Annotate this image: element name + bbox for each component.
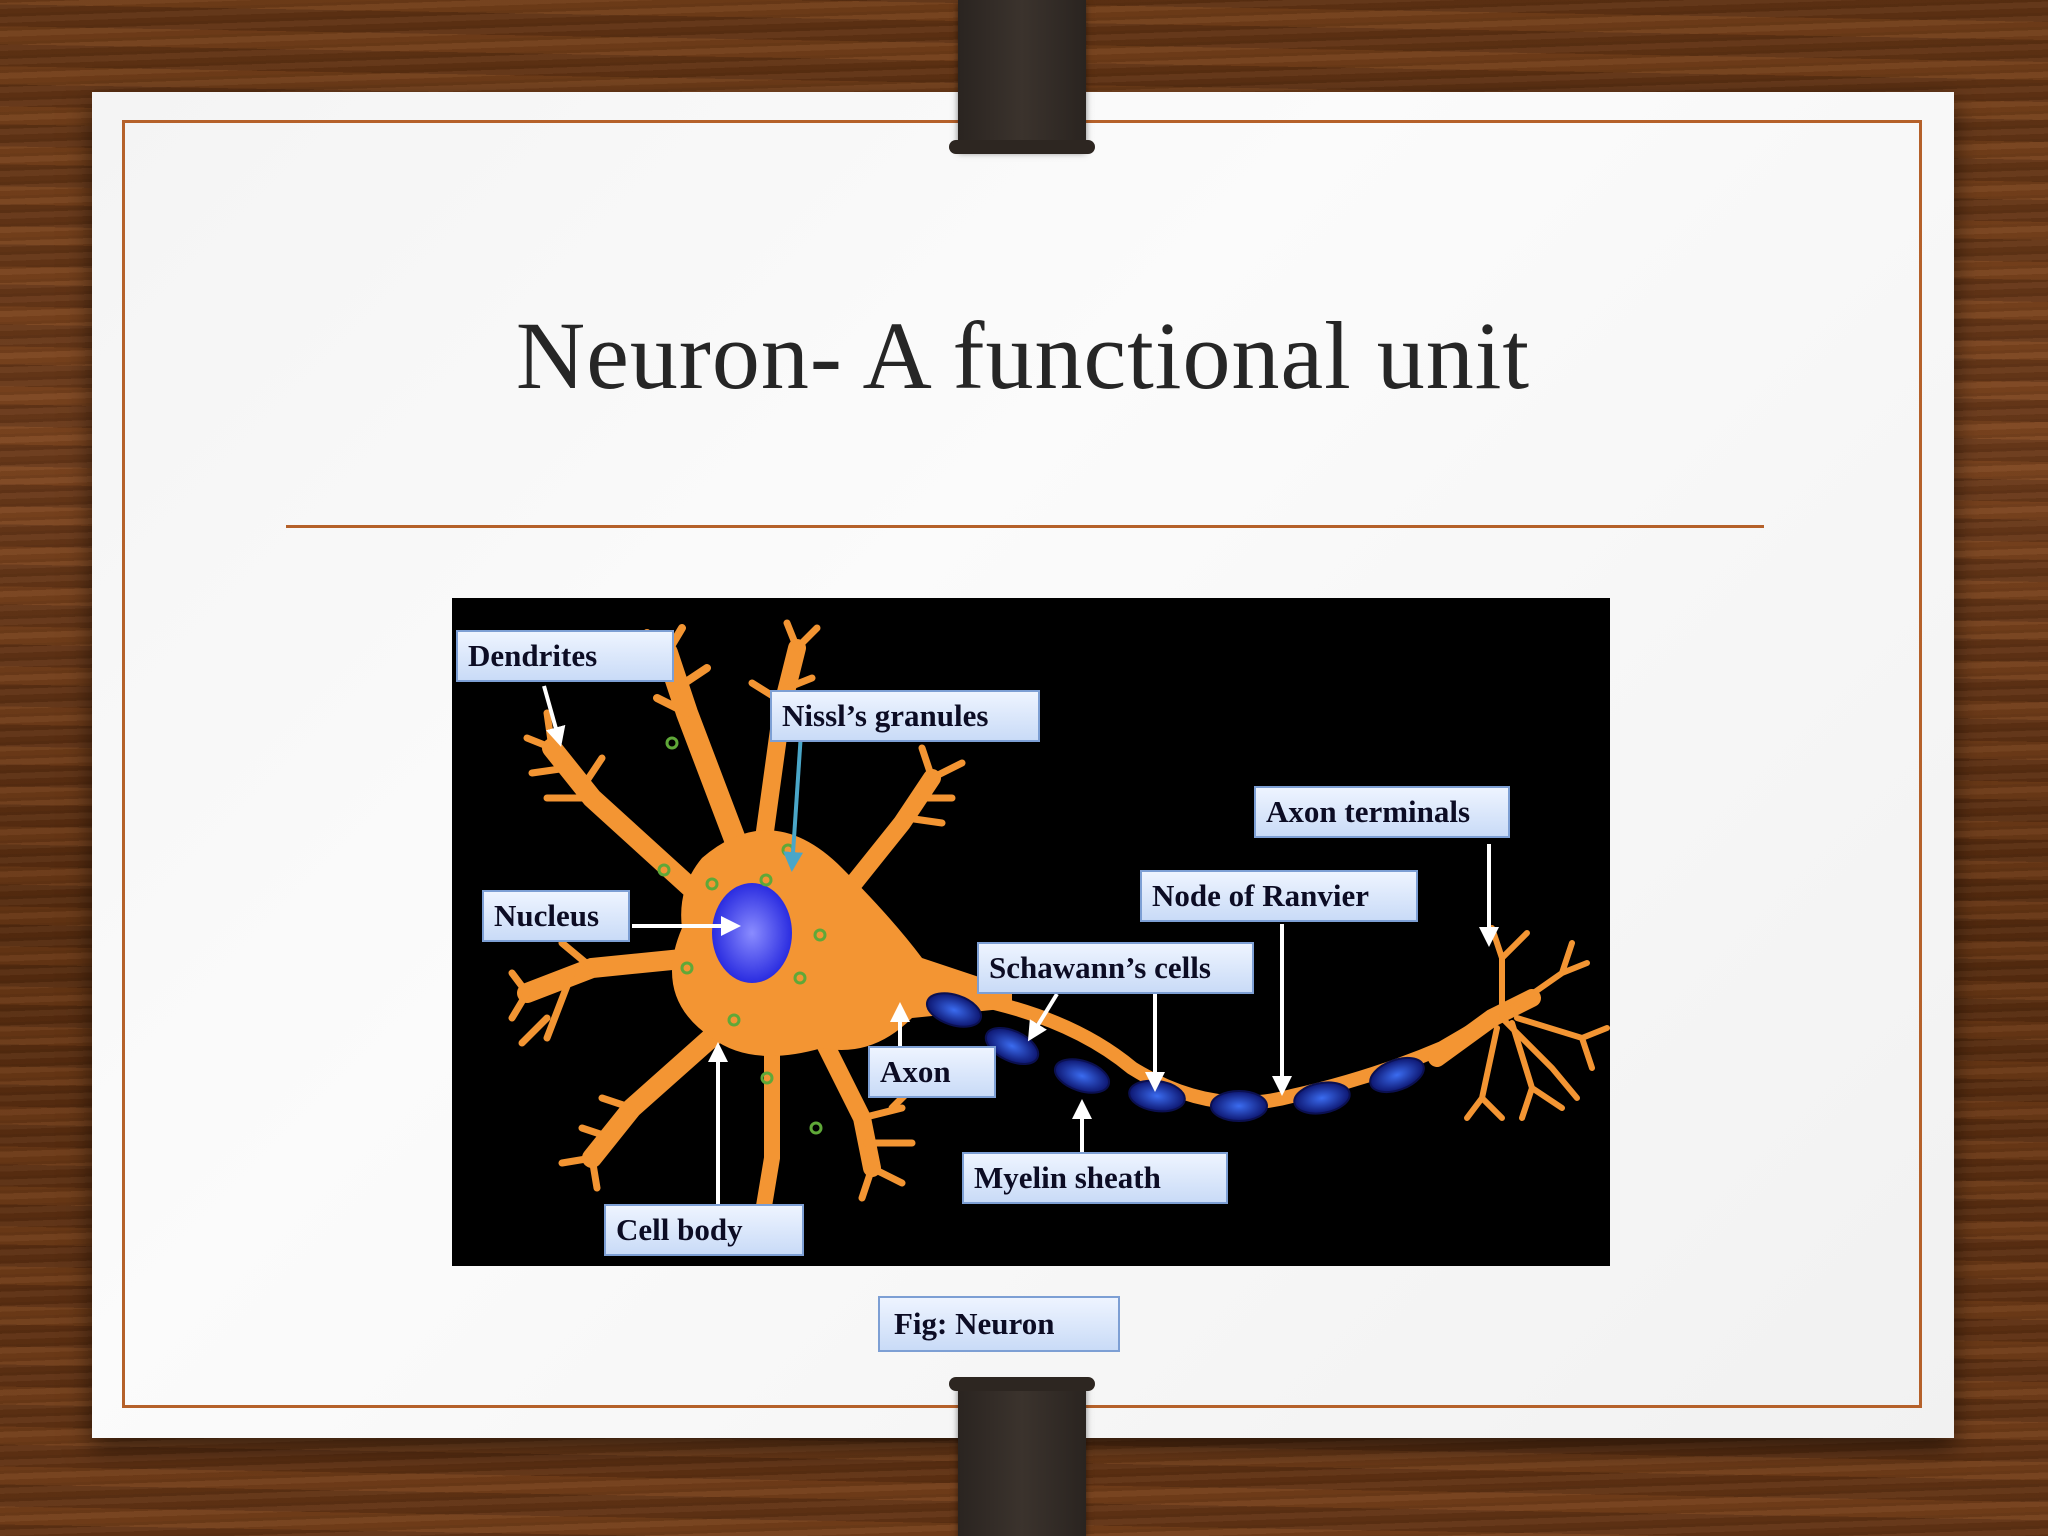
label-dendrites: Dendrites [456, 630, 674, 682]
diagram-arrows [542, 685, 1499, 1210]
binder-clip-bottom [958, 1380, 1086, 1536]
figure-caption: Fig: Neuron [878, 1296, 1120, 1352]
label-schwann-cells: Schawann’s cells [977, 942, 1254, 994]
slide-title: Neuron- A functional unit [515, 302, 1531, 409]
binder-clip-bottom-bar [949, 1377, 1095, 1391]
binder-clip-top-bar [949, 140, 1095, 154]
binder-clip-top [958, 0, 1086, 150]
axon-terminals-shape [1428, 925, 1610, 1121]
neuron-figure: Dendrites Nissl’s granules Nucleus Axon … [452, 598, 1610, 1266]
label-axon: Axon [868, 1046, 996, 1098]
label-myelin-sheath: Myelin sheath [962, 1152, 1228, 1204]
label-nissl-granules: Nissl’s granules [770, 690, 1040, 742]
label-cell-body: Cell body [604, 1204, 804, 1256]
nucleus-shape [712, 883, 792, 983]
title-divider [286, 525, 1764, 528]
label-axon-terminals: Axon terminals [1254, 786, 1510, 838]
label-node-of-ranvier: Node of Ranvier [1140, 870, 1418, 922]
myelin-sheath [925, 992, 1425, 1122]
label-nucleus: Nucleus [482, 890, 630, 942]
axon-shape [970, 991, 1506, 1110]
